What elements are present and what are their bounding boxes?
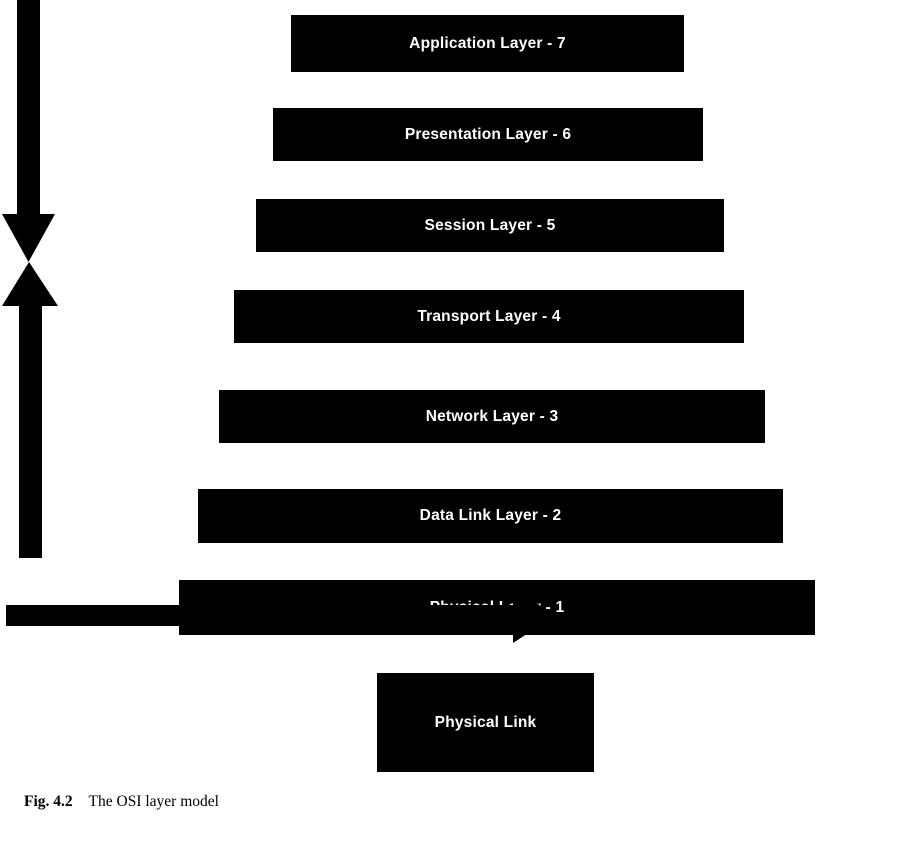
layer-bar-application: Application Layer - 7 [291,15,684,72]
layer-label-data-link: Data Link Layer - 2 [419,507,562,525]
figure-caption: Fig. 4.2 The OSI layer model [24,793,219,811]
layer-label-transport: Transport Layer - 4 [417,307,561,325]
down-arrow [0,0,60,262]
physical-link-arrow [0,558,562,668]
layer-bar-session: Session Layer - 5 [256,199,724,252]
layer-label-network: Network Layer - 3 [425,407,559,425]
arrow-down-icon [2,0,55,262]
up-arrow [0,262,60,558]
figure-caption-number: Fig. 4.2 [24,793,73,810]
layer-label-presentation: Presentation Layer - 6 [404,125,572,143]
layer-bar-transport: Transport Layer - 4 [234,290,744,343]
layer-bar-network: Network Layer - 3 [219,390,765,443]
layer-bar-presentation: Presentation Layer - 6 [273,108,703,161]
physical-link-label: Physical Link [434,713,537,731]
arrow-up-icon [2,262,58,558]
physical-link-box: Physical Link [377,673,594,772]
arrow-right-icon [6,588,555,643]
layer-label-application: Application Layer - 7 [409,34,566,52]
figure-caption-text: The OSI layer model [88,793,219,810]
layer-label-session: Session Layer - 5 [424,216,556,234]
layer-bar-data-link: Data Link Layer - 2 [198,489,783,543]
